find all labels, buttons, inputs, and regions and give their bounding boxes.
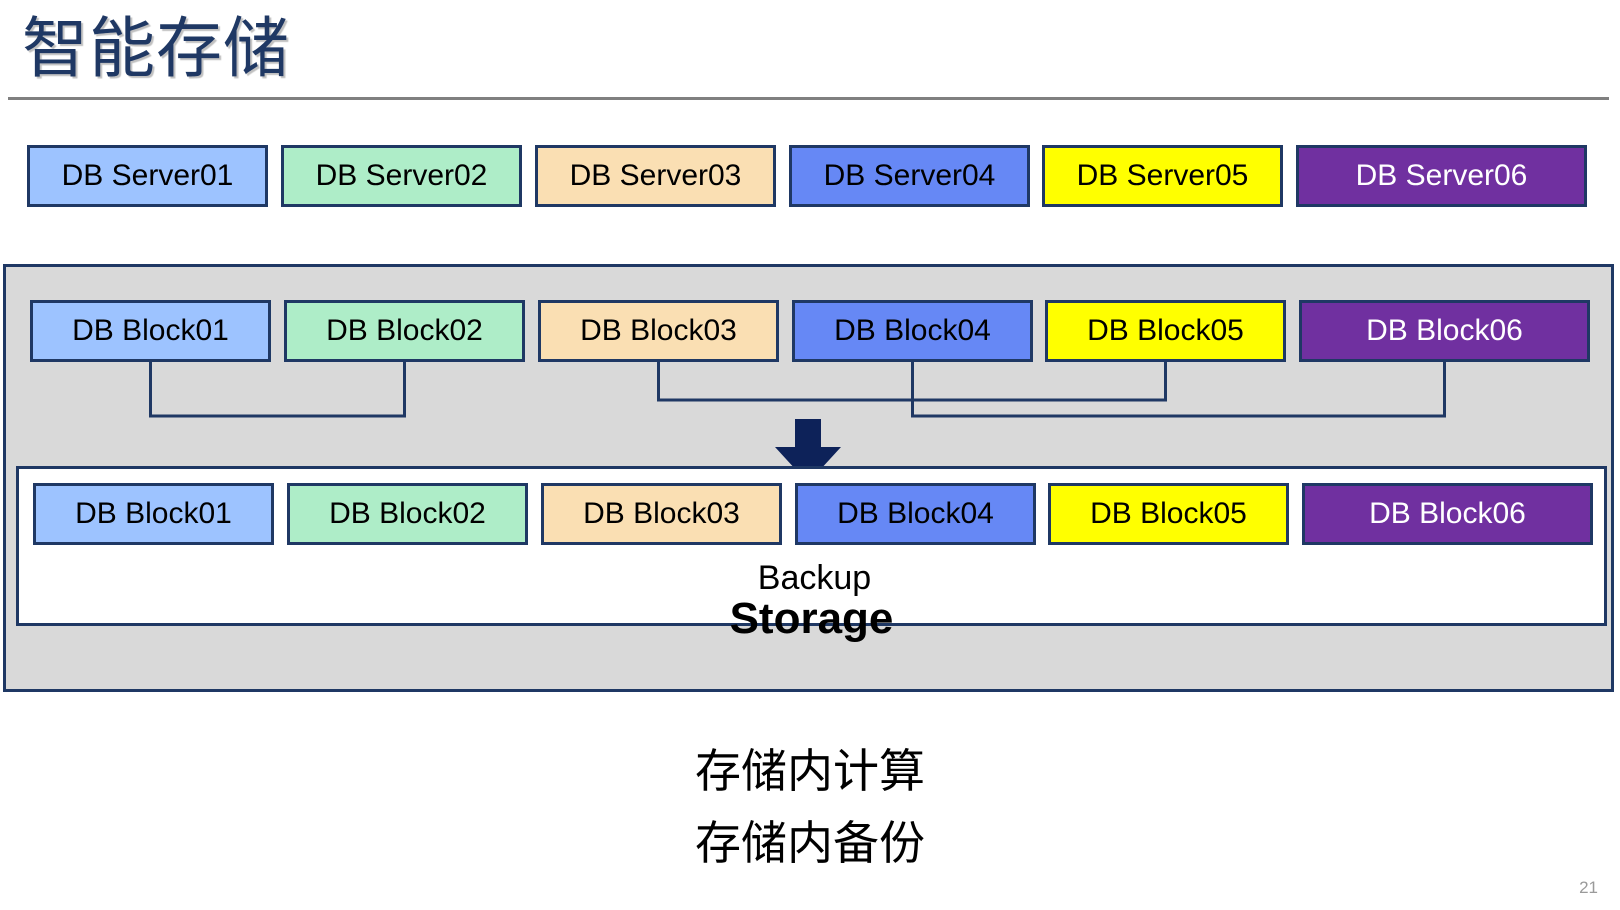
db-block-box-primary-06[interactable]: DB Block06 (1299, 300, 1590, 362)
node-label: DB Block04 (837, 497, 994, 530)
db-block-box-primary-03[interactable]: DB Block03 (538, 300, 779, 362)
node-label: DB Block03 (580, 314, 737, 347)
node-label: DB Block05 (1090, 497, 1247, 530)
node-label: DB Server05 (1076, 159, 1249, 192)
backup-label: Backup (757, 559, 872, 597)
db-server-box-06[interactable]: DB Server06 (1296, 145, 1587, 207)
db-block-box-backup-01[interactable]: DB Block01 (33, 483, 274, 545)
db-server-box-03[interactable]: DB Server03 (535, 145, 776, 207)
node-label: DB Block05 (1087, 314, 1244, 347)
db-block-row-primary: DB Block01 DB Block02 DB Block03 DB Block04… (6, 267, 1617, 695)
db-block-box-backup-06[interactable]: DB Block06 (1302, 483, 1593, 545)
caption-in-storage-compute: 存储内计算 (695, 745, 925, 797)
page-title: 智能存储 (22, 11, 290, 85)
node-label: DB Block06 (1369, 497, 1526, 530)
db-server-box-04[interactable]: DB Server04 (789, 145, 1030, 207)
node-label: DB Block04 (834, 314, 991, 347)
db-block-box-backup-03[interactable]: DB Block03 (541, 483, 782, 545)
node-label: DB Block01 (72, 314, 229, 347)
node-label: DB Block01 (75, 497, 232, 530)
db-block-box-primary-02[interactable]: DB Block02 (284, 300, 525, 362)
node-label: DB Block02 (329, 497, 486, 530)
db-block-box-primary-04[interactable]: DB Block04 (792, 300, 1033, 362)
storage-label: Storage (729, 594, 894, 643)
title-divider (8, 97, 1609, 100)
db-block-row-backup: DB Block01 DB Block02 DB Block03 DB Block04… (19, 469, 1610, 629)
db-block-box-backup-04[interactable]: DB Block04 (795, 483, 1036, 545)
db-server-box-05[interactable]: DB Server05 (1042, 145, 1283, 207)
db-server-box-02[interactable]: DB Server02 (281, 145, 522, 207)
node-label: DB Server06 (1355, 159, 1528, 192)
db-block-box-primary-01[interactable]: DB Block01 (30, 300, 271, 362)
page-number: 21 (1579, 878, 1598, 897)
caption-in-storage-backup: 存储内备份 (695, 817, 925, 869)
backup-box: DB Block01 DB Block02 DB Block03 DB Block04… (16, 466, 1607, 626)
node-label: DB Server03 (569, 159, 742, 192)
db-block-box-primary-05[interactable]: DB Block05 (1045, 300, 1286, 362)
node-label: DB Server02 (315, 159, 488, 192)
db-server-box-01[interactable]: DB Server01 (27, 145, 268, 207)
db-block-box-backup-02[interactable]: DB Block02 (287, 483, 528, 545)
node-label: DB Server01 (61, 159, 234, 192)
node-label: DB Block06 (1366, 314, 1523, 347)
node-label: DB Server04 (823, 159, 996, 192)
node-label: DB Block03 (583, 497, 740, 530)
storage-container: DB Block01 DB Block02 DB Block03 DB Block04… (3, 264, 1614, 692)
node-label: DB Block02 (326, 314, 483, 347)
db-block-box-backup-05[interactable]: DB Block05 (1048, 483, 1289, 545)
